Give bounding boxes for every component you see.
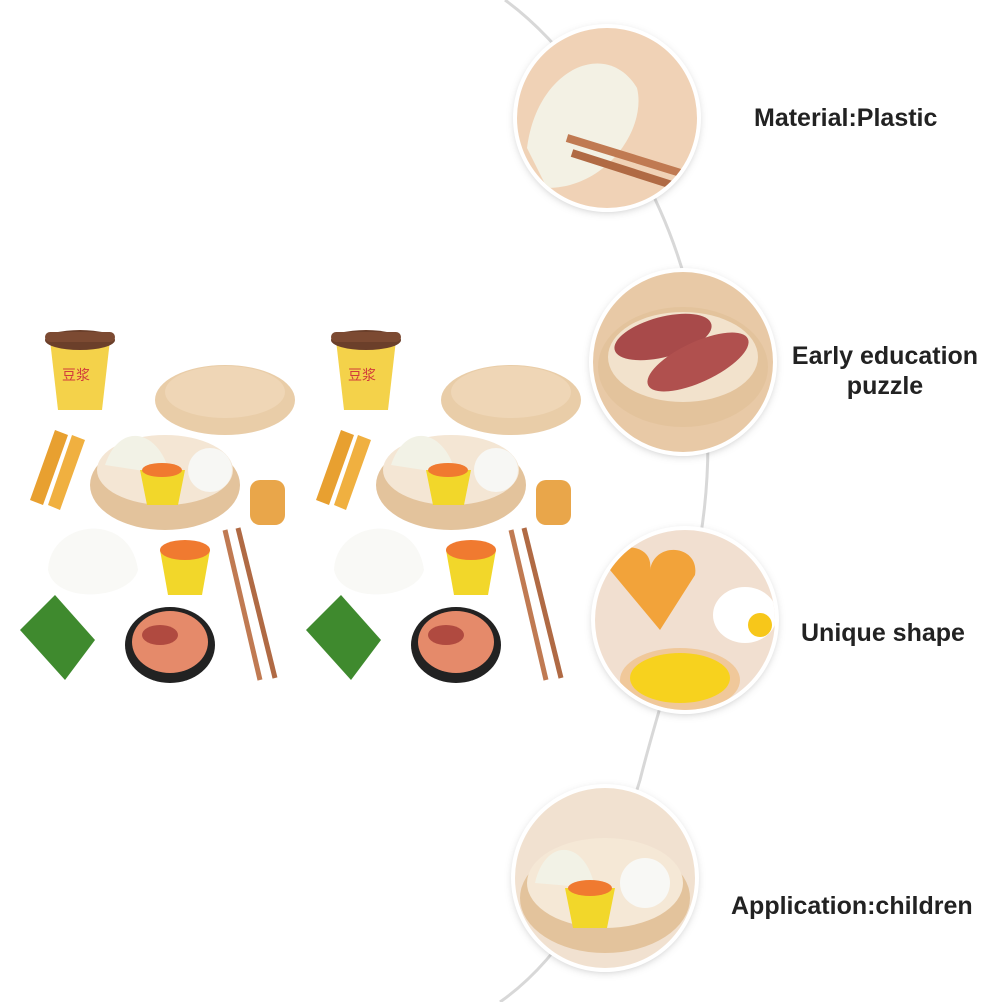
- noodle-bowl: [125, 607, 215, 683]
- steamer-dimsum-icon: [515, 788, 695, 968]
- toy-food-set-left: 豆浆: [20, 330, 295, 683]
- soy-milk-cup: 豆浆: [45, 330, 115, 410]
- waffle-egg-icon: [595, 530, 775, 710]
- svg-text:豆浆: 豆浆: [348, 368, 376, 384]
- feature-label-material: Material:Plastic: [754, 104, 938, 132]
- feature-label-shape: Unique shape: [801, 619, 965, 647]
- bun: [48, 528, 138, 595]
- zongzi: [20, 595, 95, 680]
- svg-text:豆浆: 豆浆: [62, 368, 90, 384]
- steamer-basket: [90, 435, 240, 530]
- dumpling-chopsticks-icon: [517, 28, 697, 208]
- bread-roll: [250, 480, 285, 525]
- feature-label-education: Early education puzzle: [791, 342, 979, 400]
- chopsticks: [222, 527, 278, 681]
- feature-label-application: Application:children: [731, 892, 973, 920]
- shaomai: [160, 540, 210, 595]
- sweet-potato-steamer-icon: [593, 272, 773, 452]
- steamer-lid: [155, 365, 295, 435]
- fried-dough-sticks: [30, 430, 85, 510]
- toy-food-set-right: 豆浆: [306, 330, 581, 683]
